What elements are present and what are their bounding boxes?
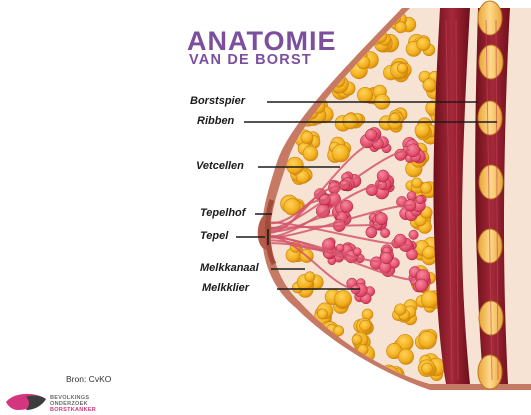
label-melkkanaal: Melkkanaal bbox=[200, 262, 259, 274]
logo-line-3: BORSTKANKER bbox=[50, 407, 96, 413]
logo-mark bbox=[6, 394, 46, 410]
fat-cell bbox=[345, 361, 362, 378]
logo-text: BEVOLKINGS ONDERZOEK BORSTKANKER bbox=[50, 395, 96, 413]
source-note: Bron: CvKO bbox=[66, 374, 111, 384]
rib bbox=[478, 1, 502, 35]
fat-cell bbox=[395, 304, 407, 316]
fat-cell bbox=[397, 63, 407, 73]
label-borstspier: Borstspier bbox=[190, 95, 245, 107]
fat-cell bbox=[305, 272, 315, 282]
fat-cell bbox=[353, 366, 370, 383]
fat-cell bbox=[398, 349, 413, 364]
fat-cell bbox=[346, 370, 360, 384]
label-vetcellen: Vetcellen bbox=[196, 160, 244, 172]
fat-cell bbox=[352, 335, 362, 345]
gland-cell bbox=[380, 228, 389, 237]
fat-cell bbox=[419, 331, 437, 349]
fat-cell bbox=[423, 79, 436, 92]
fat-cell bbox=[417, 37, 431, 51]
label-melkklier: Melkklier bbox=[202, 282, 249, 294]
gland-cell bbox=[375, 213, 387, 225]
fat-cell bbox=[421, 291, 438, 308]
fat-cell bbox=[286, 157, 303, 174]
fat-cell bbox=[340, 363, 353, 376]
gland-cell bbox=[377, 170, 389, 182]
fat-cell bbox=[421, 182, 432, 193]
fat-cell bbox=[357, 87, 372, 102]
fat-cell bbox=[423, 246, 436, 259]
gland-cell bbox=[340, 200, 353, 213]
gland-cell bbox=[336, 244, 344, 252]
fat-cell bbox=[415, 123, 430, 138]
fat-cell bbox=[301, 131, 313, 143]
diagram-subtitle: VAN DE BORST bbox=[189, 52, 312, 68]
label-tepelhof: Tepelhof bbox=[200, 207, 245, 219]
fat-cell bbox=[335, 290, 352, 307]
logo-swoosh-dark bbox=[26, 396, 46, 410]
gland-cell bbox=[415, 279, 428, 292]
gland-cell bbox=[353, 248, 361, 256]
fat-cell bbox=[350, 365, 365, 380]
label-tepel: Tepel bbox=[200, 230, 228, 242]
gland-cell bbox=[365, 129, 377, 141]
rib bbox=[478, 101, 502, 135]
rib bbox=[479, 165, 503, 199]
fat-cell bbox=[303, 146, 318, 161]
fat-cell bbox=[332, 145, 349, 162]
label-ribben: Ribben bbox=[197, 115, 234, 127]
fat-cell bbox=[360, 320, 371, 331]
gland-cell bbox=[409, 230, 418, 239]
gland-cell bbox=[416, 195, 424, 203]
fat-cell bbox=[421, 363, 432, 374]
fat-cell bbox=[346, 360, 363, 377]
rib bbox=[479, 45, 503, 79]
gland-cell bbox=[407, 191, 416, 200]
fat-cell bbox=[412, 178, 422, 188]
fat-cell bbox=[317, 309, 327, 319]
fat-cell bbox=[345, 354, 361, 370]
